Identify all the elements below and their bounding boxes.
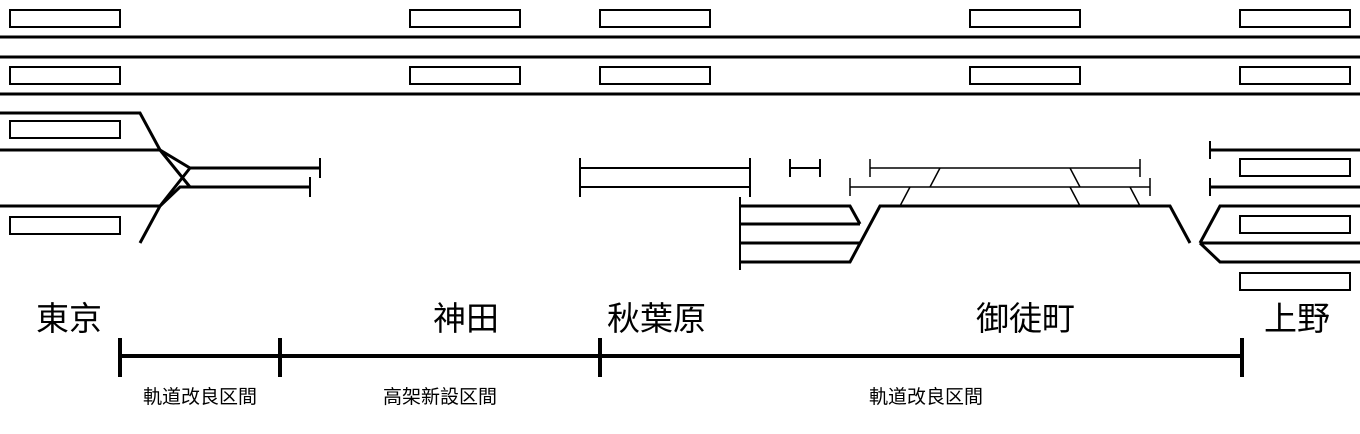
platform [1239, 272, 1351, 291]
platform [1239, 66, 1351, 85]
crossover [1069, 167, 1081, 188]
section-label-akihabara-ueno: 軌道改良区間 [868, 386, 983, 408]
platform [1239, 215, 1351, 234]
top-platforms [9, 9, 1351, 85]
tokyo-tracks [0, 111, 321, 244]
through-tracks [0, 35, 1360, 96]
track [1198, 204, 1360, 244]
station-label-ueno: 上野 [1264, 299, 1330, 338]
platform [409, 9, 521, 28]
platform [969, 66, 1081, 85]
crossover [899, 186, 911, 207]
ueno-tracks [1209, 141, 1360, 291]
station-label-okachimachi: 御徒町 [976, 299, 1075, 338]
platform [9, 9, 121, 28]
platform [599, 9, 711, 28]
track [1198, 241, 1360, 264]
platform [9, 120, 121, 139]
track [138, 185, 190, 244]
section-scale-bar [118, 338, 1244, 377]
platform [969, 9, 1081, 28]
station-label-akihabara: 秋葉原 [607, 299, 706, 338]
section-label-kanda-akihabara: 高架新設区間 [382, 386, 497, 408]
okachimachi-upper-sidings [849, 159, 1151, 207]
track [0, 167, 192, 208]
platform [409, 66, 521, 85]
track [0, 148, 320, 170]
okachimachi-tracks [739, 197, 1360, 270]
crossover [929, 167, 941, 188]
crossover [1129, 186, 1141, 207]
station-label-kanda: 神田 [433, 299, 499, 338]
akihabara-sidings [579, 158, 821, 197]
station-label-tokyo: 東京 [36, 299, 102, 338]
track [740, 204, 1192, 264]
platform [9, 216, 121, 235]
crossover [1069, 186, 1081, 207]
section-label-tokyo-kanda: 軌道改良区間 [142, 386, 257, 408]
platform [9, 66, 121, 85]
track [740, 204, 862, 225]
platform [599, 66, 711, 85]
platform [1239, 9, 1351, 28]
platform [1239, 158, 1351, 177]
